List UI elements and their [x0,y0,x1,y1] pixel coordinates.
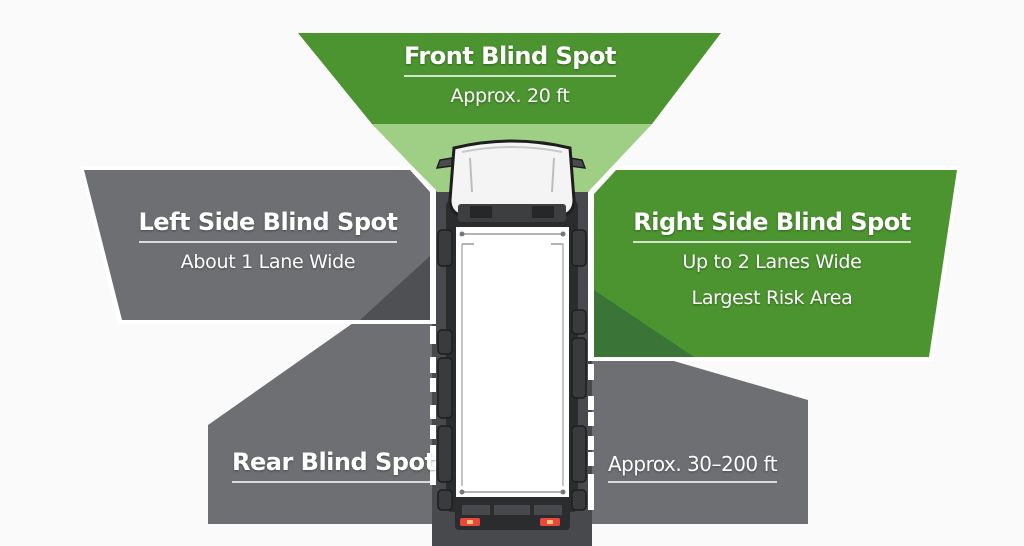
truck-top-view-icon [435,139,587,530]
left-zone [84,170,430,320]
rear-zone-left [208,290,432,524]
rear-zone-right [592,320,808,524]
lane-dashes-right [588,364,594,510]
front-blind-spot-label: Front Blind Spot Approx. 20 ft [360,42,660,107]
rear-blind-spot-distance-label: Approx. 30–200 ft [608,452,800,483]
right-blind-spot-note: Largest Risk Area [691,287,853,309]
right-zone [594,170,957,357]
right-blind-spot-title: Right Side Blind Spot [633,208,911,243]
front-blind-spot-distance: Approx. 20 ft [450,85,570,107]
left-blind-spot-title: Left Side Blind Spot [138,208,398,243]
rear-blind-spot-label: Rear Blind Spot [232,448,436,483]
lane-dashes-left [430,326,436,485]
left-blind-spot-width: About 1 Lane Wide [180,251,356,273]
right-blind-spot-width: Up to 2 Lanes Wide [682,251,862,273]
rear-blind-spot-title: Rear Blind Spot [232,448,436,483]
right-overlap [594,290,694,357]
left-blind-spot-label: Left Side Blind Spot About 1 Lane Wide [128,208,408,273]
front-zone-dark [298,33,721,124]
front-blind-spot-title: Front Blind Spot [404,42,616,77]
left-overlap [360,256,430,320]
rear-blind-spot-distance: Approx. 30–200 ft [608,452,778,483]
right-blind-spot-label: Right Side Blind Spot Up to 2 Lanes Wide… [622,208,922,309]
